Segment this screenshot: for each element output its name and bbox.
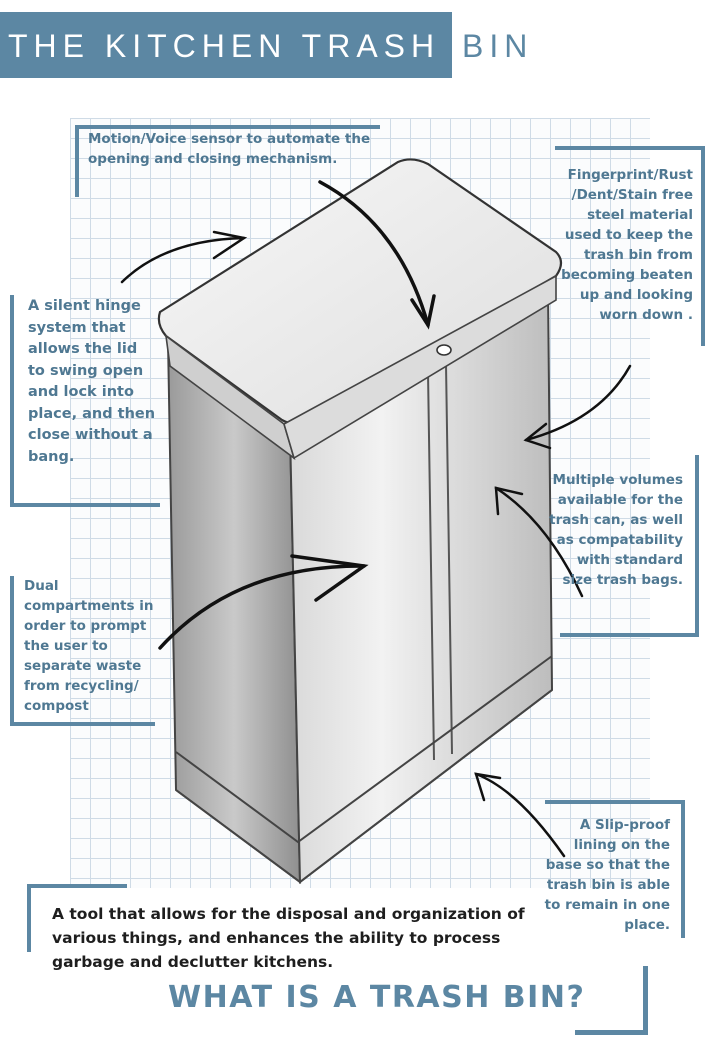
annotation-arrows — [120, 180, 632, 858]
bracket-definition-vertical — [27, 884, 31, 952]
arrow-steel — [524, 364, 632, 442]
bracket-steel-horizontal — [555, 146, 705, 150]
bracket-steel-vertical — [701, 146, 705, 346]
bracket-hinge-horizontal — [10, 503, 160, 507]
bracket-compartments-vertical — [10, 576, 14, 726]
arrow-sensor — [318, 180, 430, 327]
page-title: THE KITCHEN TRASH — [8, 28, 441, 64]
arrow-volumes — [494, 486, 584, 598]
bracket-compartments-horizontal — [10, 722, 155, 726]
note-slip: A Slip-proof lining on the base so that … — [544, 817, 670, 933]
arrow-compartments — [158, 564, 366, 650]
note-sensor: Motion/Voice sensor to automate the open… — [88, 131, 371, 167]
bracket-slip-horizontal — [545, 800, 685, 804]
note-hinge: A silent hinge system that allows the li… — [28, 298, 156, 465]
arrow-slip — [474, 772, 566, 858]
bracket-question-horizontal — [575, 1030, 648, 1035]
question-heading: WHAT IS A TRASH BIN? — [168, 980, 586, 1015]
bin-compartment-seam — [427, 363, 453, 761]
bracket-volumes-vertical — [695, 455, 699, 637]
bracket-sensor-vertical — [75, 125, 79, 197]
bin-base-rim — [175, 655, 553, 884]
bracket-sensor-horizontal — [75, 125, 380, 129]
note-steel: Fingerprint/Rust /Dent/Stain free steel … — [561, 167, 693, 323]
bracket-hinge-vertical — [10, 295, 14, 507]
bracket-volumes-horizontal — [560, 633, 699, 637]
title-banner — [0, 12, 452, 78]
bracket-slip-vertical — [681, 800, 685, 938]
arrow-hinge — [120, 236, 246, 284]
bracket-question-vertical — [643, 966, 648, 1034]
bracket-definition-horizontal — [27, 884, 127, 888]
motion-sensor — [436, 344, 452, 356]
note-volumes: Multiple volumes available for the trash… — [549, 472, 683, 588]
note-compartments: Dual compartments in order to prompt the… — [24, 578, 154, 714]
page-title-suffix: BIN — [462, 28, 534, 64]
definition-text: A tool that allows for the disposal and … — [52, 905, 525, 971]
